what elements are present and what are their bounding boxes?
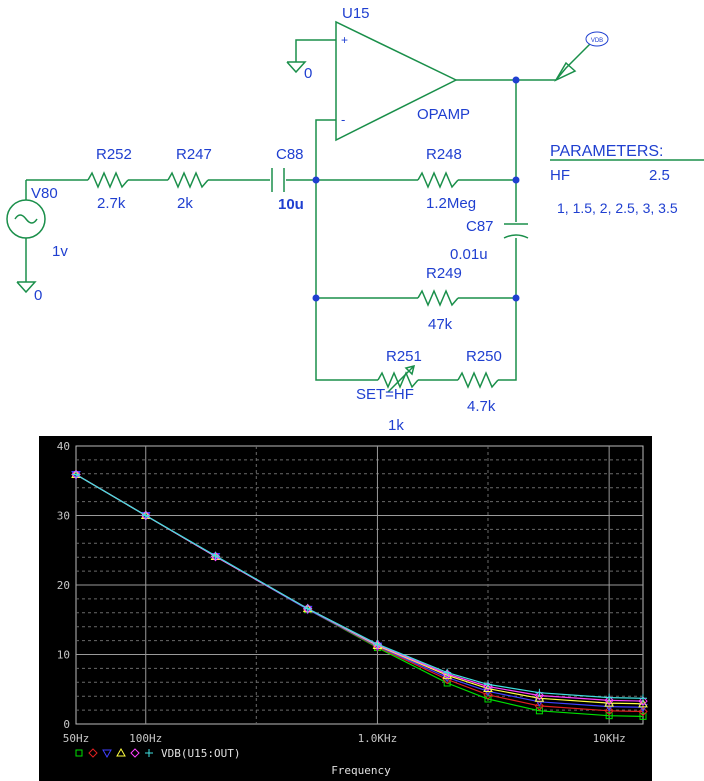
x-axis-label: Frequency: [331, 764, 391, 777]
legend-marker-1: [75, 749, 83, 757]
opamp-model: OPAMP: [417, 106, 470, 123]
series-1-point: [639, 712, 647, 720]
parameters-title: PARAMETERS:: [550, 143, 664, 160]
legend-label: VDB(U15:OUT): [161, 747, 240, 760]
r248-value: 1.2Meg: [426, 195, 476, 212]
y-tick-label: 40: [57, 440, 70, 453]
series-6-point: [639, 694, 647, 703]
c87-ref: C87: [466, 218, 494, 235]
probe-label: VDB: [591, 38, 603, 44]
circuit-schematic: VDB U15 OPAMP + - 0 0 V80 1v R252 2.7k R…: [6, 5, 704, 434]
c88-value: 10u: [278, 196, 304, 213]
vdb-probe[interactable]: [585, 31, 609, 47]
series-5-point: [534, 690, 545, 701]
legend-marker-6: [145, 749, 153, 757]
ground-top-label: 0: [304, 65, 312, 82]
legend-marker-5: [130, 748, 140, 758]
series-6-point: [605, 693, 614, 702]
series-6-point: [72, 470, 80, 479]
r247-ref: R247: [176, 146, 212, 163]
r249-value: 47k: [428, 316, 453, 333]
parameter-value: 2.5: [649, 167, 670, 184]
x-tick-label: 100Hz: [129, 732, 162, 745]
series-1-point: [535, 707, 543, 715]
r251-symbol[interactable]: [377, 371, 419, 389]
r252-ref: R252: [96, 146, 132, 163]
y-tick-label: 10: [57, 649, 70, 662]
r248-symbol[interactable]: [417, 171, 459, 189]
series-6-point: [535, 688, 544, 697]
series-6-point: [303, 604, 312, 613]
series-2-point: [604, 706, 614, 716]
series-line-1: [75, 473, 644, 717]
opamp-ref: U15: [342, 5, 370, 22]
x-tick-label: 1.0KHz: [358, 732, 398, 745]
series-line-5: [75, 473, 644, 702]
r250-value: 4.7k: [467, 398, 496, 415]
legend-marker-4: [116, 747, 126, 757]
series-5-point: [210, 551, 221, 562]
parameter-name: HF: [550, 167, 570, 184]
legend-marker-3: [102, 749, 112, 759]
series-2-point: [638, 706, 648, 717]
x-tick-label: 50Hz: [63, 732, 90, 745]
series-5-point: [604, 695, 614, 706]
series-6-point: [211, 551, 220, 560]
frequency-response-chart: 0 10 20 30 40 50Hz 100Hz 1.0KHz 10KHz VDB(U15:OU…: [39, 436, 652, 781]
series-2-point: [483, 690, 493, 700]
series-6-point: [483, 680, 492, 689]
v80-source-symbol[interactable]: [6, 199, 46, 239]
y-tick-label: 20: [57, 579, 70, 592]
c87-value: 0.01u: [450, 246, 488, 263]
r251-set: SET=HF: [356, 386, 414, 403]
series-1-point: [605, 712, 613, 720]
r248-ref: R248: [426, 146, 462, 163]
r247-symbol[interactable]: [167, 171, 209, 189]
series-line-2: [75, 473, 644, 713]
r251-ref: R251: [386, 348, 422, 365]
v80-ref: V80: [31, 185, 58, 202]
ground-left-label: 0: [34, 287, 42, 304]
v80-value: 1v: [52, 243, 68, 260]
series-line-3: [75, 473, 644, 708]
r252-value: 2.7k: [97, 195, 126, 212]
series-2-point: [534, 701, 545, 711]
r250-symbol[interactable]: [457, 371, 499, 389]
parameter-list: 1, 1.5, 2, 2.5, 3, 3.5: [557, 200, 678, 216]
series-line-6: [75, 473, 644, 699]
r249-ref: R249: [426, 265, 462, 282]
y-tick-label: 30: [57, 510, 70, 523]
series-5-point: [638, 696, 648, 706]
r252-symbol[interactable]: [87, 171, 129, 189]
c88-ref: C88: [276, 146, 304, 163]
series-6-point: [141, 511, 150, 520]
x-tick-label: 10KHz: [593, 732, 626, 745]
y-tick-label: 0: [63, 718, 70, 731]
series-line-4: [75, 473, 644, 705]
vdb-probe-arrow[interactable]: [555, 43, 591, 81]
opamp-plus: +: [341, 33, 348, 47]
series-6-point: [373, 640, 382, 649]
r247-value: 2k: [177, 195, 193, 212]
opamp-minus: -: [341, 112, 345, 127]
legend-marker-2: [88, 748, 98, 758]
r251-value: 1k: [388, 417, 404, 434]
r250-ref: R250: [466, 348, 502, 365]
series-6-point: [443, 668, 452, 677]
opamp-symbol[interactable]: [335, 20, 458, 142]
r249-symbol[interactable]: [417, 289, 459, 307]
series-3-point: [638, 703, 648, 713]
